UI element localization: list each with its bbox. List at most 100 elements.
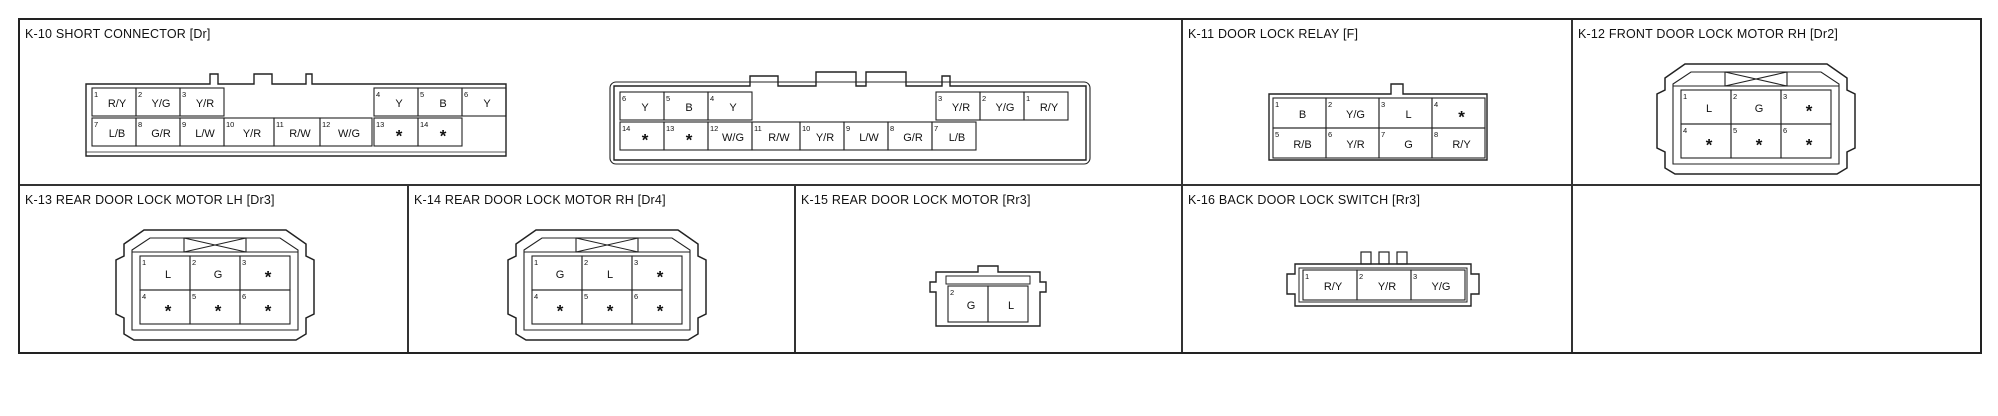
pin-number: 3	[1381, 100, 1385, 109]
pin-wire-color: *	[1806, 101, 1813, 120]
pin-wire-color: *	[657, 301, 664, 320]
pin-wire-color: Y	[641, 102, 649, 114]
pin-wire-color: G	[556, 269, 565, 281]
pin-number: 6	[1783, 126, 1787, 135]
panel-title: K-12 FRONT DOOR LOCK MOTOR RH [Dr2]	[1578, 27, 1839, 41]
pin-number: 7	[94, 120, 98, 129]
pin-wire-color: G/R	[151, 128, 171, 140]
pin-number: 5	[192, 292, 196, 301]
panel-title: K-16 BACK DOOR LOCK SWITCH [Rr3]	[1188, 193, 1421, 207]
pin-number: 5	[420, 90, 424, 99]
pin-wire-color: G	[1404, 139, 1413, 151]
pin-number: 14	[420, 120, 428, 129]
pin-wire-color: Y/R	[243, 128, 261, 140]
pin-cell	[931, 121, 977, 151]
short-connector-right: 6Y5B4Y3Y/R2Y/G1R/Y14*13*12W/G11R/W10Y/R9…	[609, 71, 1091, 165]
pin-number: 9	[182, 120, 186, 129]
pin-number: 4	[142, 292, 146, 301]
pin-wire-color: Y/R	[1346, 139, 1364, 151]
pin-number: 3	[1783, 92, 1787, 101]
divider-vertical	[794, 184, 796, 352]
short-connector-left: 1R/Y2Y/G3Y/R4Y5B6Y7L/B8G/R9L/W10Y/R11R/W…	[85, 73, 507, 157]
pin-wire-color: R/Y	[108, 98, 127, 110]
pin-number: 7	[934, 124, 938, 133]
pin-number: 3	[182, 90, 186, 99]
pin-number: 1	[534, 258, 538, 267]
pin-cell	[631, 289, 683, 325]
latch-cross	[1724, 71, 1788, 87]
pin-cell	[417, 117, 463, 147]
connector-inner-shell	[1298, 267, 1468, 303]
divider-vertical	[407, 184, 409, 352]
divider-vertical	[1181, 184, 1183, 352]
pin-cell	[1410, 269, 1466, 301]
pin-number: 3	[1413, 272, 1417, 281]
pin-wire-color: L	[1405, 109, 1411, 121]
connector-inner-shell	[1672, 71, 1840, 165]
connector-housing	[1268, 83, 1488, 161]
pin-number: 2	[1328, 100, 1332, 109]
pin-wire-color: B	[1299, 109, 1306, 121]
pin-cell	[461, 87, 507, 117]
pin-number: 4	[376, 90, 380, 99]
pin-cell	[1431, 127, 1486, 159]
pin-number: 14	[622, 124, 630, 133]
connector-inner-shell	[523, 237, 691, 331]
pin-number: 1	[1305, 272, 1309, 281]
pin-wire-color: L	[1008, 300, 1014, 312]
pin-number: 11	[276, 120, 284, 129]
panel-title: K-11 DOOR LOCK RELAY [F]	[1188, 27, 1359, 41]
panel-title: K-14 REAR DOOR LOCK MOTOR RH [Dr4]	[414, 193, 666, 207]
pin-number: 1	[94, 90, 98, 99]
pin-wire-color: *	[440, 126, 447, 145]
pin-wire-color: *	[1806, 135, 1813, 154]
pin-wire-color: *	[265, 267, 272, 286]
pin-wire-color: *	[642, 130, 649, 149]
pin-number: 13	[666, 124, 674, 133]
pin-number: 2	[1733, 92, 1737, 101]
pin-wire-color: R/Y	[1040, 102, 1059, 114]
pin-number: 9	[846, 124, 850, 133]
pin-wire-color: R/W	[289, 128, 311, 140]
pin-cell	[1780, 123, 1832, 159]
pin-wire-color: W/G	[722, 132, 744, 144]
connector-tab	[1378, 251, 1390, 265]
connector-housing	[507, 229, 707, 341]
connector-inner-shell	[131, 237, 299, 331]
pin-cell	[987, 285, 1029, 323]
pin-wire-color: L/W	[195, 128, 215, 140]
pin-number: 13	[376, 120, 384, 129]
pin-cell	[319, 117, 373, 147]
pin-wire-color: L/B	[109, 128, 126, 140]
panel-title: K-10 SHORT CONNECTOR [Dr]	[25, 27, 211, 41]
panel-title: K-13 REAR DOOR LOCK MOTOR LH [Dr3]	[25, 193, 275, 207]
pin-wire-color: *	[396, 126, 403, 145]
pin-wire-color: G	[214, 269, 223, 281]
pin-wire-color: *	[1756, 135, 1763, 154]
pin-wire-color: B	[685, 102, 692, 114]
pin-wire-color: R/Y	[1452, 139, 1471, 151]
pin-wire-color: R/W	[768, 132, 790, 144]
pin-number: 12	[322, 120, 330, 129]
connector-housing	[1286, 263, 1480, 307]
pin-number: 11	[754, 124, 762, 133]
pin-wire-color: Y/R	[196, 98, 214, 110]
panel-title: K-15 REAR DOOR LOCK MOTOR [Rr3]	[801, 193, 1031, 207]
pin-wire-color: L	[607, 269, 613, 281]
pin-cell	[1023, 91, 1069, 121]
pin-wire-color: Y/G	[1346, 109, 1365, 121]
pin-wire-color: L	[1706, 103, 1712, 115]
pin-wire-color: Y/G	[996, 102, 1015, 114]
connector-housing	[115, 229, 315, 341]
pin-number: 1	[1683, 92, 1687, 101]
latch-cross	[183, 237, 247, 253]
connector-tab	[1360, 251, 1372, 265]
pin-cell	[239, 289, 291, 325]
connector-latch	[945, 275, 1031, 285]
pin-number: 2	[950, 288, 954, 297]
pin-number: 6	[634, 292, 638, 301]
